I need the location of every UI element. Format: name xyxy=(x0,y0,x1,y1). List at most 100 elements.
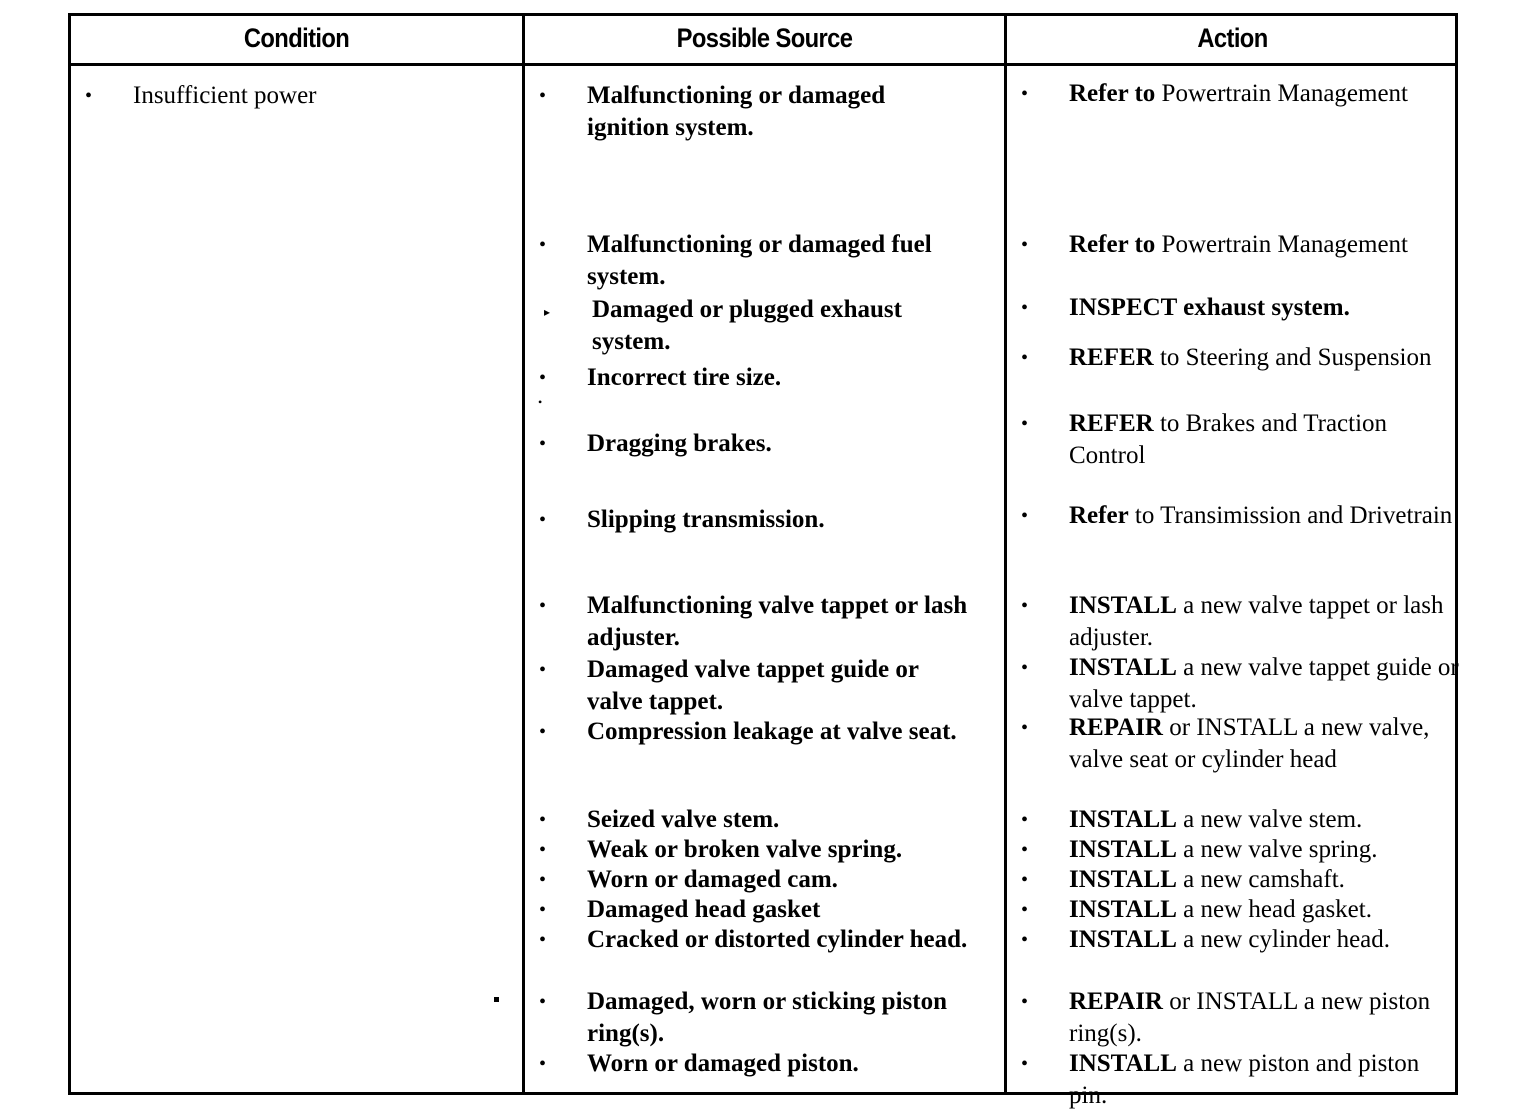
action-item: REFER to Steering and Suspension xyxy=(1021,342,1461,374)
source-item-label: Malfunctioning valve tappet or lash adju… xyxy=(587,592,968,651)
source-item: Worn or damaged cam. xyxy=(539,864,969,896)
action-verb: INSTALL xyxy=(1069,1050,1177,1077)
action-item-label: INSTALL a new valve tappet or lash adjus… xyxy=(1069,590,1461,654)
bullet-icon xyxy=(1021,834,1041,866)
column-divider-2 xyxy=(1004,16,1007,1092)
action-item-label: INSTALL a new valve tappet guide or valv… xyxy=(1069,652,1461,716)
source-item-label: Compression leakage at valve seat. xyxy=(587,718,957,745)
source-item-label: Malfunctioning or damaged fuel system. xyxy=(587,231,932,290)
bullet-icon xyxy=(539,924,559,956)
bullet-icon xyxy=(539,834,559,866)
source-item: Malfunctioning or damaged fuel system. xyxy=(539,229,969,293)
action-item: REPAIR or INSTALL a new piston ring(s). xyxy=(1021,986,1461,1050)
action-verb: Refer xyxy=(1069,502,1129,529)
action-detail: to Transimission and Drivetrain xyxy=(1128,502,1453,529)
source-item: Damaged or plugged exhaust system. xyxy=(544,294,974,358)
action-verb: REFER xyxy=(1069,344,1154,371)
bullet-icon xyxy=(539,504,559,536)
bullet-icon xyxy=(1021,78,1041,110)
action-verb: INSPECT xyxy=(1069,294,1177,321)
action-item-label: INSTALL a new cylinder head. xyxy=(1069,924,1461,956)
bullet-icon xyxy=(1021,292,1041,324)
bullet-icon xyxy=(539,716,559,748)
source-item-label: Incorrect tire size. xyxy=(587,364,782,391)
source-item-label: Dragging brakes. xyxy=(587,430,772,457)
action-item: REFER to Brakes and Traction Control xyxy=(1021,408,1461,472)
action-item-label: INSTALL a new head gasket. xyxy=(1069,894,1461,926)
source-item-label: Worn or damaged cam. xyxy=(587,866,838,893)
bullet-icon xyxy=(1021,804,1041,836)
source-item-label: Seized valve stem. xyxy=(587,806,780,833)
bullet-icon xyxy=(539,428,559,460)
column-header-possible-source: Possible Source xyxy=(676,23,853,53)
action-verb: INSTALL xyxy=(1069,896,1177,923)
action-item-label: INSTALL a new piston and piston pin. xyxy=(1069,1048,1461,1112)
action-item: Refer to Transimission and Drivetrain xyxy=(1021,500,1461,532)
source-item: Dragging brakes. xyxy=(539,428,969,460)
source-item-label: Damaged head gasket xyxy=(587,896,821,923)
action-item-label: Refer to Powertrain Management xyxy=(1069,78,1461,110)
bullet-icon xyxy=(539,654,559,686)
bullet-icon xyxy=(539,590,559,622)
action-item: REPAIR or INSTALL a new valve, valve sea… xyxy=(1021,712,1461,776)
bullet-icon xyxy=(538,384,558,418)
action-item: INSPECT exhaust system. xyxy=(1021,292,1461,324)
action-item-label: INSPECT exhaust system. xyxy=(1069,292,1461,324)
column-divider-1 xyxy=(522,16,525,1092)
source-item: Damaged head gasket xyxy=(539,894,969,926)
source-item: Worn or damaged piston. xyxy=(539,1048,969,1080)
action-detail: exhaust system. xyxy=(1176,294,1350,321)
action-item: INSTALL a new piston and piston pin. xyxy=(1021,1048,1461,1112)
action-column: Refer to Powertrain Management Refer to … xyxy=(1007,66,1461,1109)
action-item: INSTALL a new valve stem. xyxy=(1021,804,1461,836)
action-detail: a new camshaft. xyxy=(1176,866,1345,893)
bullet-icon xyxy=(1021,986,1041,1018)
action-verb: Refer to xyxy=(1069,80,1156,107)
bullet-icon xyxy=(539,804,559,836)
bullet-icon xyxy=(539,229,559,261)
source-item: Malfunctioning valve tappet or lash adju… xyxy=(539,590,969,654)
action-item-label: REPAIR or INSTALL a new piston ring(s). xyxy=(1069,986,1461,1050)
source-item: Weak or broken valve spring. xyxy=(539,834,969,866)
action-item: INSTALL a new head gasket. xyxy=(1021,894,1461,926)
action-detail: a new head gasket. xyxy=(1176,896,1372,923)
bullet-icon xyxy=(539,894,559,926)
possible-source-column: Malfunctioning or damaged ignition syste… xyxy=(525,66,1004,1092)
bullet-icon xyxy=(1021,408,1041,440)
action-item-label: Refer to Powertrain Management xyxy=(1069,229,1461,261)
bullet-icon xyxy=(539,1048,559,1080)
action-verb: INSTALL xyxy=(1069,866,1177,893)
diagnostic-table: Condition Possible Source Action Insuffi… xyxy=(68,13,1461,1109)
action-item: INSTALL a new camshaft. xyxy=(1021,864,1461,896)
source-item-label: Slipping transmission. xyxy=(587,506,825,533)
source-item-label: Weak or broken valve spring. xyxy=(587,836,903,863)
action-item-label: REPAIR or INSTALL a new valve, valve sea… xyxy=(1069,712,1461,776)
triangle-bullet-icon xyxy=(544,294,564,328)
action-verb: INSTALL xyxy=(1069,592,1177,619)
source-item: Damaged, worn or sticking piston ring(s)… xyxy=(539,986,969,1050)
action-item-label: INSTALL a new valve spring. xyxy=(1069,834,1461,866)
source-item: Seized valve stem. xyxy=(539,804,969,836)
bullet-icon xyxy=(539,986,559,1018)
action-detail: Powertrain Management xyxy=(1155,231,1408,258)
bullet-icon xyxy=(1021,590,1041,622)
action-detail: to Steering and Suspension xyxy=(1153,344,1432,371)
action-detail: or INSTALL a new valve, valve seat or cy… xyxy=(1069,714,1430,773)
bullet-icon xyxy=(1021,864,1041,896)
source-item-label: Worn or damaged piston. xyxy=(587,1050,859,1077)
action-detail: a new valve spring. xyxy=(1176,836,1378,863)
bullet-icon xyxy=(1021,652,1041,684)
source-item-label: Damaged valve tappet guide or valve tapp… xyxy=(587,656,919,715)
action-verb: INSTALL xyxy=(1069,654,1177,681)
action-item-label: INSTALL a new camshaft. xyxy=(1069,864,1461,896)
action-item-label: Refer to Transimission and Drivetrain xyxy=(1069,500,1461,532)
column-header-condition: Condition xyxy=(243,23,350,53)
action-verb: INSTALL xyxy=(1069,836,1177,863)
action-detail: to Brakes and Traction Control xyxy=(1069,410,1388,469)
source-item: Malfunctioning or damaged ignition syste… xyxy=(539,80,969,144)
source-item: Incorrect tire size. xyxy=(539,362,969,394)
column-header-action: Action xyxy=(1197,23,1268,53)
bullet-icon xyxy=(85,80,105,112)
bullet-icon xyxy=(539,80,559,112)
action-item: Refer to Powertrain Management xyxy=(1021,78,1461,110)
